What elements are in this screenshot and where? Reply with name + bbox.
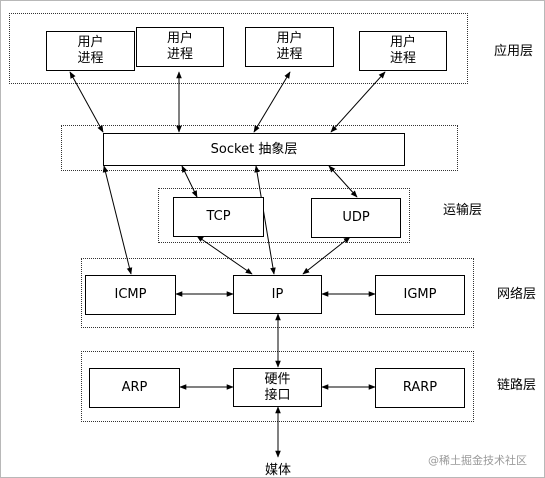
user-process-4-box: 用户 进程 [359, 31, 447, 71]
hardware-interface-label: 硬件 接口 [264, 371, 291, 403]
igmp-label: IGMP [403, 287, 437, 302]
udp-box: UDP [311, 198, 401, 238]
icmp-label: ICMP [114, 287, 147, 302]
igmp-box: IGMP [375, 275, 465, 315]
transport-layer-label: 运输层 [443, 203, 483, 218]
icmp-box: ICMP [85, 275, 176, 315]
media-label: 媒体 [265, 463, 292, 478]
arrow-udp-ip [302, 236, 351, 275]
application-layer-region [9, 13, 468, 84]
socket-label: Socket 抽象层 [210, 141, 298, 157]
ip-box: IP [233, 275, 322, 314]
user-process-4-label: 用户 进程 [389, 35, 416, 66]
arp-label: ARP [121, 380, 148, 395]
user-process-2-box: 用户 进程 [136, 27, 224, 67]
link-layer-label: 链路层 [497, 378, 537, 393]
hardware-interface-box: 硬件 接口 [233, 368, 322, 407]
arrow-socket-icmp [102, 165, 133, 275]
tcp-label: TCP [206, 209, 231, 224]
udp-label: UDP [342, 210, 370, 225]
user-process-1-box: 用户 进程 [46, 31, 135, 71]
arrow-tcp-ip [196, 235, 253, 275]
ip-label: IP [271, 286, 284, 302]
arrow-process1-socket [69, 71, 104, 133]
user-process-1-label: 用户 进程 [77, 35, 104, 66]
watermark: @稀土掘金技术社区 [428, 454, 527, 467]
arrow-process4-socket [330, 71, 386, 133]
arrow-process3-socket [253, 71, 291, 133]
arp-box: ARP [89, 368, 180, 408]
user-process-3-box: 用户 进程 [245, 27, 334, 67]
arrow-socket-udp [328, 165, 358, 198]
arrow-socket-tcp [181, 165, 198, 198]
socket-abstraction-box: Socket 抽象层 [103, 133, 405, 166]
rarp-label: RARP [402, 380, 438, 395]
user-process-3-label: 用户 进程 [276, 31, 303, 62]
rarp-box: RARP [375, 368, 465, 408]
user-process-2-label: 用户 进程 [166, 31, 193, 62]
tcp-box: TCP [173, 197, 264, 237]
arrow-socket-ip [254, 165, 276, 275]
application-layer-label: 应用层 [494, 44, 534, 59]
network-layer-label: 网络层 [497, 287, 537, 302]
transport-layer-region [158, 188, 410, 243]
